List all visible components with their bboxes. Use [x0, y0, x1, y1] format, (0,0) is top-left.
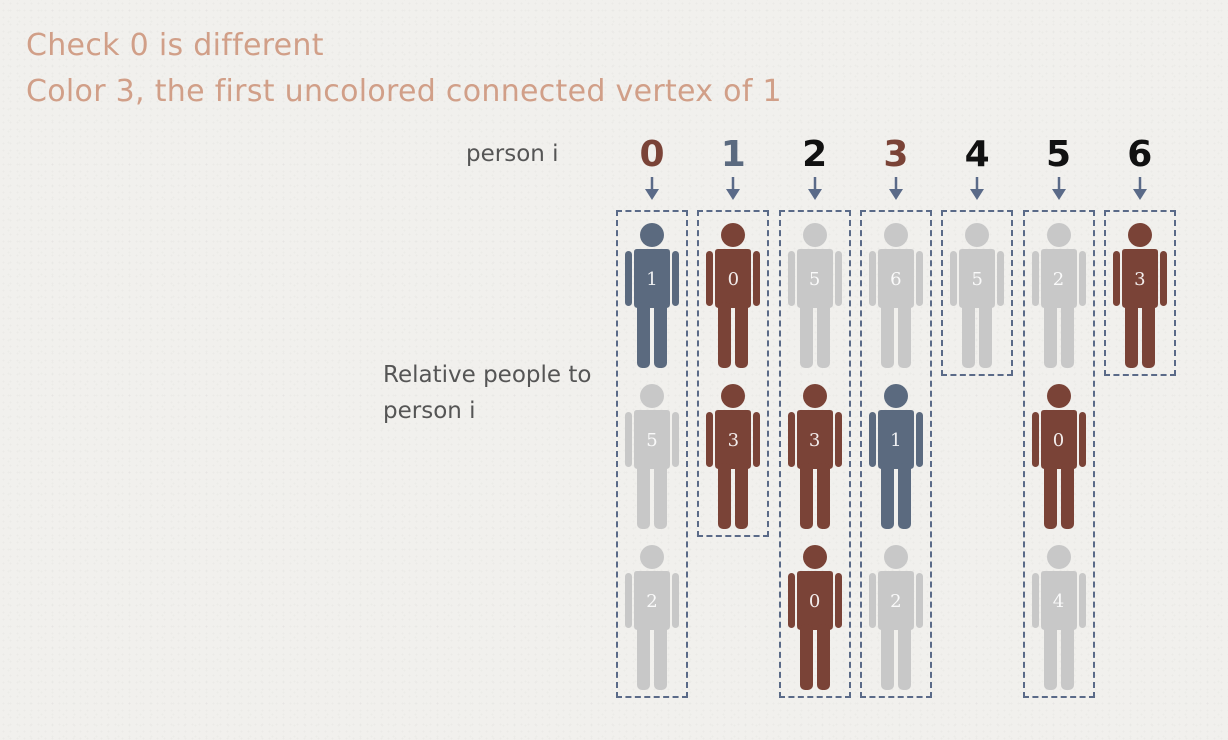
down-arrow-icon: [726, 177, 741, 200]
person-icon: 0: [787, 544, 843, 692]
title-line-2: Color 3, the first uncolored connected v…: [26, 74, 782, 109]
person-icon: 5: [624, 383, 680, 531]
person-icon: 3: [1112, 222, 1168, 370]
person-icon: 6: [868, 222, 924, 370]
person-icon: 1: [624, 222, 680, 370]
person-index-3: 3: [883, 134, 909, 175]
down-arrow-icon: [888, 177, 903, 200]
relatives-box-6: [1103, 210, 1176, 376]
relative-id-label: 4: [1052, 591, 1065, 612]
person-icon: 0: [1031, 383, 1087, 531]
person-icon: 3: [787, 383, 843, 531]
relative-id-label: 5: [971, 269, 983, 290]
person-icon: 3: [705, 383, 761, 531]
person-icon: 0: [705, 222, 761, 370]
relatives-box-1: [697, 210, 770, 537]
title-line-1: Check 0 is different: [26, 28, 324, 63]
person-i-label: person i: [466, 141, 559, 167]
relatives-box-5: [1022, 210, 1095, 698]
person-index-2: 2: [802, 134, 828, 175]
down-arrow-icon: [645, 177, 659, 200]
person-index-6: 6: [1127, 134, 1153, 175]
person-index-4: 4: [964, 134, 990, 175]
person-index-5: 5: [1045, 134, 1072, 175]
person-icon: 4: [1031, 544, 1087, 692]
relative-id-label: 3: [727, 430, 740, 451]
relative-id-label: 5: [646, 430, 658, 451]
relative-id-label: 2: [646, 591, 658, 612]
relative-id-label: 0: [727, 269, 740, 290]
relative-id-label: 0: [808, 591, 821, 612]
relative-id-label: 3: [1134, 269, 1146, 290]
relative-id-label: 2: [890, 591, 902, 612]
down-arrow-icon: [1132, 177, 1147, 200]
down-arrow-icon: [1051, 177, 1066, 200]
relative-id-label: 1: [646, 269, 658, 290]
person-index-1: 1: [720, 134, 746, 175]
person-icon: 5: [949, 222, 1005, 370]
person-icon: 5: [787, 222, 843, 370]
relative-people-label: Relative people to person i: [383, 362, 592, 424]
relatives-box-4: [941, 210, 1014, 376]
down-arrow-icon: [970, 177, 985, 200]
person-icon: 2: [868, 544, 924, 692]
person-index-0: 0: [639, 134, 665, 175]
relatives-box-0: [616, 210, 688, 698]
person-icon: 1: [868, 383, 924, 531]
relative-id-label: 5: [808, 269, 821, 290]
relative-id-label: 6: [890, 269, 902, 290]
down-arrow-icon: [807, 177, 822, 200]
person-icon: 2: [1031, 222, 1087, 370]
relative-id-label: 1: [890, 430, 902, 451]
relative-id-label: 2: [1052, 269, 1065, 290]
relatives-box-3: [859, 210, 932, 698]
relatives-box-2: [778, 210, 851, 698]
person-icon: 2: [624, 544, 680, 692]
relative-id-label: 3: [808, 430, 821, 451]
relative-id-label: 0: [1052, 430, 1065, 451]
